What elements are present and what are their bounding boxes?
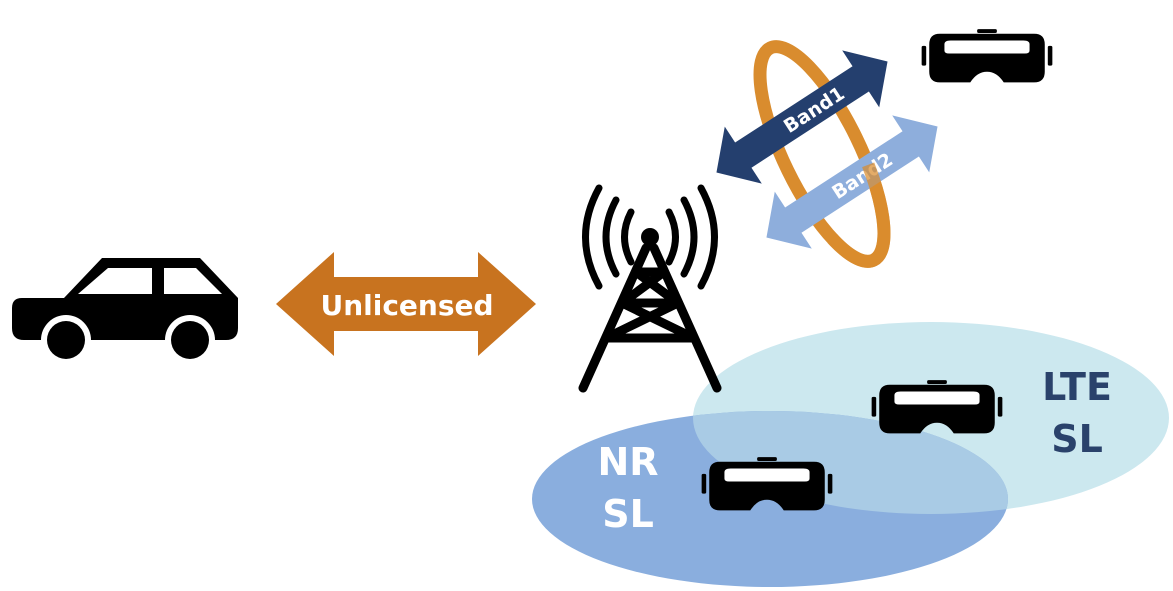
nr-sl-label-line2: SL bbox=[602, 492, 654, 536]
lte-sl-label-line1: LTE bbox=[1042, 365, 1112, 409]
unlicensed-label: Unlicensed bbox=[320, 289, 493, 322]
vr-headset-icon bbox=[921, 29, 1053, 83]
nr-sl-label-line1: NR bbox=[597, 440, 658, 484]
unlicensed-link-arrow: Unlicensed bbox=[276, 252, 536, 356]
cell-tower-icon bbox=[578, 184, 722, 393]
carrier-ring-front bbox=[753, 40, 891, 268]
car-icon bbox=[12, 258, 238, 365]
band-aggregation: Band2 Band1 bbox=[716, 40, 938, 268]
lte-sl-label-line2: SL bbox=[1051, 417, 1103, 461]
